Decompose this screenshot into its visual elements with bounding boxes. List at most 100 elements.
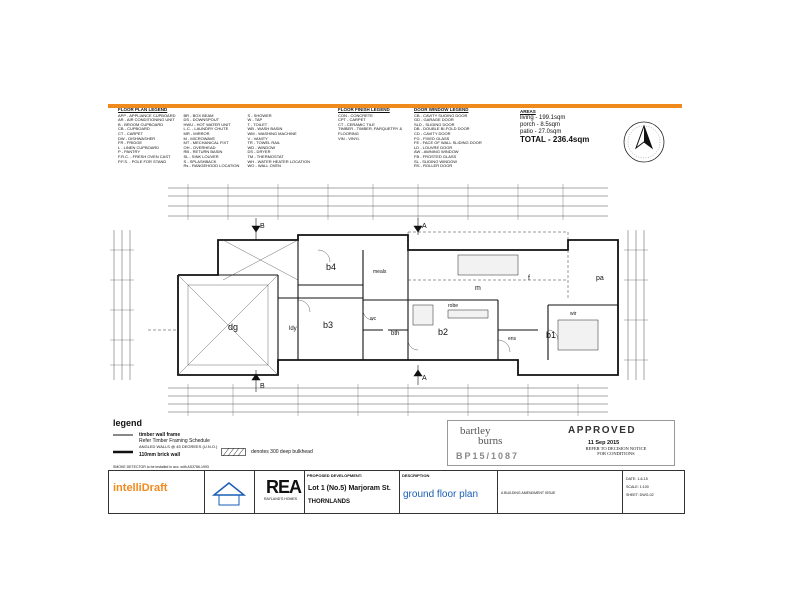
tb-revision-cell: A BUILDING AMENDMENT ISSUE [497,471,623,513]
tb-house-logo-cell [204,471,255,513]
room-meals: meals [373,269,387,275]
section-a-top: A [422,223,427,230]
legend-item: WO - WALL OVEN [247,163,281,169]
stamp-note: REFER TO DECISION NOTICE FOR CONDITIONS [566,446,666,456]
wall-legend: legend timber wall frame Refer Timber Fr… [113,418,443,480]
legend-item: T - TOILET [247,121,268,127]
smoke-detector-note: SMOKE DETECTOR to be installed in acc. w… [113,465,209,469]
floor-plan-legend: FLOOR PLAN LEGEND APP - APPLIANCE CUPBOA… [118,107,328,169]
sheet-value: DWG-02 [639,493,654,497]
legend-item: V - VANITY [247,135,268,141]
section-b-top: B [260,223,265,230]
area-living: living - 199.1sqm [520,115,566,121]
door-window-item: RS - ROLLER DOOR [414,163,453,169]
development-lot: Lot 1 (No.5) Marjoram St. [308,485,391,492]
floor-plan-drawing: b4 b3 b2 b1 dg ldy bth wc robe wir ens m… [110,184,648,416]
room-patio: pa [596,275,604,282]
sheet-label: SHEET: [626,493,639,497]
legend-item: AR - AIR CONDITIONING UNIT [118,117,175,123]
room-family: f [528,275,530,282]
legend-item: HWU - HOT WATER UNIT [183,121,231,127]
drawing-description: ground floor plan [403,489,479,500]
legend-item: F.R.C. - FRESH OVEN CAST [118,153,171,159]
legend-item: OH - OVERHEAD [183,144,216,150]
tb-logo-cell: intelliDraft [109,471,205,513]
legend-item: P - PANTRY [118,149,141,155]
legend-timber-frame: timber wall frame [139,432,181,438]
rea-logo: REA [266,477,302,497]
room-bth: bth [391,331,399,337]
door-window-item: LD - LOUVRE DOOR [414,144,453,150]
legend-item: TR - TOWEL RAIL [247,140,281,146]
proposed-development-label: PROPOSED DEVELOPMENT: [307,473,363,478]
header-accent-bar [108,104,682,108]
room-wir: wir [570,311,577,317]
stamp-brand-top: bartley [460,425,491,437]
legend-title: legend [113,418,143,428]
finish-item: CPT - CARPET [338,117,366,123]
legend-item: TM - THERMOSTAT [247,153,284,159]
room-b3: b3 [323,320,333,330]
finish-item: CON - CONCRETE [338,112,373,118]
room-ldy: ldy [289,326,297,332]
areas-block: AREAS living - 199.1sqm porch - 8.5sqm p… [520,108,589,144]
legend-item: DS - DRYER [247,149,271,155]
legend-item: L - LINEN CUPBOARD [118,144,160,150]
legend-item: APP - APPLIANCE CUPBOARD [118,112,176,118]
legend-item: B - BROOM CUPBOARD [118,121,164,127]
description-label: DESCRIPTION [402,473,430,478]
areas-title: AREAS [520,109,536,114]
finish-item: VIN - VINYL [338,135,360,141]
door-window-legend-title: DOOR WINDOW LEGEND [414,107,469,112]
legend-item: CT - CARPET [118,130,144,136]
door-window-item: DB - DOUBLE BI-FOLD DOOR [414,126,470,132]
room-dg: dg [228,322,238,332]
legend-item: M - MICROWAVE [183,135,216,141]
tb-rea-cell: REA RAYLAND'S HOMES [254,471,305,513]
room-b2: b2 [438,327,448,337]
door-window-item: CD - CAVITY DOOR [414,130,451,136]
development-suburb: THORNLANDS [308,499,350,505]
legend-item: L.C. - LAUNDRY CHUTE [183,126,229,132]
stamp-note-line-1: REFER TO DECISION NOTICE [585,446,647,451]
door-window-item: SLD - SLIDING DOOR [414,121,455,127]
tb-development-cell: PROPOSED DEVELOPMENT: Lot 1 (No.5) Marjo… [304,471,400,513]
legend-item: MT - MECHANICAL FIXT [183,140,229,146]
door-window-item: FB - FROSTED GLASS [414,153,457,159]
legend-item: MR - MIRROR [183,130,210,136]
room-wc: wc [370,316,377,322]
legend-item: WB - WASH BASIN [247,126,283,132]
bulkhead-hatch-swatch [221,448,246,456]
legend-item: CB - CUPBOARD [118,126,150,132]
house-logo-icon [211,482,247,506]
door-window-item: GD - GARAGE DOOR [414,117,454,123]
legend-item: S - SHOWER [247,112,272,118]
door-window-legend: DOOR WINDOW LEGEND CB - CAVITY SLIDING D… [414,107,504,169]
intellidraft-logo-text: intelliDraft [113,482,168,494]
room-robe: robe [448,303,458,309]
door-window-item: FG - FIXED GLASS [414,135,450,141]
area-porch: porch - 8.5sqm [520,122,561,128]
legend-item: RB - RETURN BASIN [183,149,223,155]
scale-label: SCALE: [626,485,639,489]
stamp-date: 11 Sep 2015 [588,440,620,446]
title-block: intelliDraft REA RAYLAND'S HOMES PROPOSE… [108,470,685,514]
legend-item: FR - FRIDGE [118,140,142,146]
scale-value: 1:100 [639,485,649,489]
rea-sub-text: RAYLAND'S HOMES [264,497,298,501]
stamp-approved: APPROVED [568,425,637,436]
door-window-item: AW - AWNING WINDOW [414,149,459,155]
section-a-bottom: A [422,375,427,382]
approval-stamp: bartley burns BP15/1087 APPROVED 11 Sep … [447,420,675,466]
floor-plan-legend-title: FLOOR PLAN LEGEND [118,107,168,112]
room-media: m [475,285,481,292]
door-window-item: FE - FACE OF WALL SLIDING DOOR [414,140,482,146]
tb-description-cell: DESCRIPTION ground floor plan [399,471,498,513]
intellidraft-logo: intelliDraft [113,482,167,494]
door-window-item: CB - CAVITY SLIDING DOOR [414,112,468,118]
